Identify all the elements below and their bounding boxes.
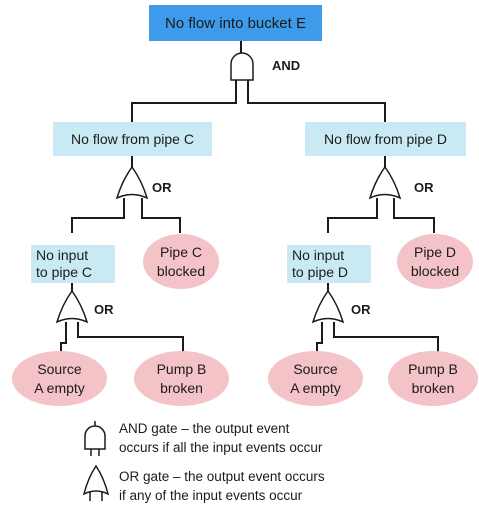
pump-b-left-line1: Pump B	[156, 360, 207, 377]
pipe-c-event-label: No flow from pipe C	[71, 130, 194, 147]
or-gate-label-right-lower: OR	[351, 302, 371, 317]
pipe-c-blocked-event: Pipe C blocked	[143, 234, 219, 289]
input-pipe-c-line1: No input	[36, 247, 89, 263]
pipe-c-blocked-line2: blocked	[156, 262, 206, 279]
pipe-c-event-box: No flow from pipe C	[53, 122, 212, 156]
pipe-d-blocked-line1: Pipe D	[413, 243, 457, 260]
or-gate-label-left-lower: OR	[94, 302, 114, 317]
or-gate-icon-right-lower	[311, 289, 345, 324]
legend-or-line1: OR gate – the output event occurs	[119, 469, 325, 484]
legend-and-line2: occurs if all the input events occur	[119, 440, 323, 455]
or-gate-icon-right-upper	[368, 165, 402, 200]
input-pipe-c-box: No input to pipe C	[31, 245, 115, 283]
or-gate-label-right-upper: OR	[414, 180, 434, 195]
input-pipe-c-line2: to pipe C	[36, 264, 93, 280]
legend-and-gate-icon	[84, 425, 106, 450]
or-gate-icon-left-upper	[115, 165, 149, 200]
and-gate-label: AND	[272, 58, 301, 73]
and-gate-icon	[230, 52, 254, 81]
top-event-box: No flow into bucket E	[149, 5, 322, 41]
legend-or-gate-icon	[82, 464, 110, 496]
input-pipe-d-box: No input to pipe D	[287, 245, 371, 283]
input-pipe-d-line1: No input	[292, 247, 345, 263]
pipe-d-event-label: No flow from pipe D	[324, 130, 447, 147]
or-gate-label-left-upper: OR	[152, 180, 172, 195]
source-a-empty-event-left: Source A empty	[12, 351, 107, 406]
pipe-d-blocked-line2: blocked	[410, 262, 460, 279]
top-event-label: No flow into bucket E	[165, 14, 306, 32]
input-pipe-d-line2: to pipe D	[292, 264, 349, 280]
pump-b-right-line1: Pump B	[408, 360, 458, 377]
legend-and-line1: AND gate – the output event	[119, 421, 290, 436]
pump-b-broken-event-right: Pump B broken	[388, 351, 478, 406]
or-gate-icon-left-lower	[55, 289, 89, 324]
source-a-left-line2: A empty	[34, 379, 85, 396]
legend-or-description: OR gate – the output event occurs if any…	[119, 467, 469, 505]
pipe-d-event-box: No flow from pipe D	[305, 122, 466, 156]
pump-b-broken-event-left: Pump B broken	[134, 351, 229, 406]
pump-b-right-line2: broken	[411, 379, 455, 396]
source-a-empty-event-right: Source A empty	[268, 351, 363, 406]
source-a-right-line1: Source	[293, 360, 338, 377]
legend-or-line2: if any of the input events occur	[119, 488, 303, 503]
source-a-left-line1: Source	[37, 360, 82, 377]
source-a-right-line2: A empty	[290, 379, 341, 396]
pipe-c-blocked-line1: Pipe C	[159, 243, 203, 260]
legend-and-description: AND gate – the output event occurs if al…	[119, 419, 469, 457]
pump-b-left-line2: broken	[160, 379, 203, 396]
pipe-d-blocked-event: Pipe D blocked	[397, 234, 473, 289]
